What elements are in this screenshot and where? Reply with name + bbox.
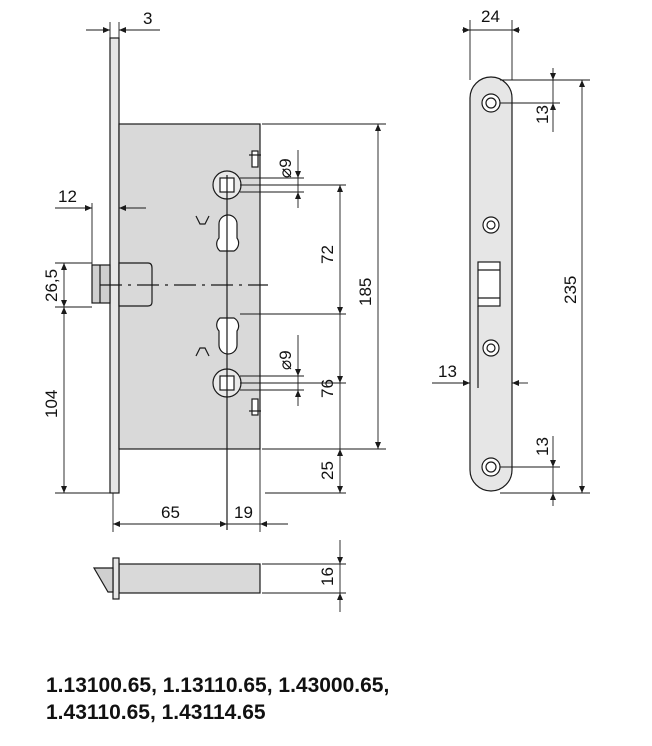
bottom-latch-profile — [92, 567, 114, 593]
dim-diameter-9-upper: ⌀9 — [276, 158, 295, 178]
model-numbers-line-2: 1.43110.65, 1.43114.65 — [46, 701, 266, 724]
dim-65: 65 — [161, 503, 180, 522]
dim-19: 19 — [234, 503, 253, 522]
model-numbers-line-1: 1.13100.65, 1.13110.65, 1.43000.65, — [46, 674, 390, 697]
upper-cylinder-hole — [216, 214, 240, 252]
forend-plate — [109, 37, 120, 494]
dim-185: 185 — [356, 278, 375, 306]
dim-13-top: 13 — [533, 105, 552, 124]
lower-middle-screw — [482, 339, 500, 357]
lock-bottom-view — [92, 557, 261, 600]
dim-13-side: 13 — [438, 362, 457, 381]
dim-16: 16 — [318, 567, 337, 586]
dimension-lines-front — [55, 22, 386, 532]
dim-104: 104 — [42, 390, 61, 418]
dimension-arrows-front — [61, 27, 381, 527]
dim-diameter-9-lower: ⌀9 — [276, 350, 295, 370]
latch-bolt — [91, 264, 111, 304]
dim-235: 235 — [561, 276, 580, 304]
latch-opening — [477, 261, 501, 307]
technical-drawing: 3 12 26,5 104 65 19 72 185 76 25 ⌀9 ⌀9 — [42, 7, 590, 612]
bottom-case-profile — [118, 563, 261, 594]
top-screw-hole — [481, 93, 501, 113]
dim-24: 24 — [481, 7, 500, 26]
dim-3: 3 — [143, 9, 152, 28]
bottom-forend-profile — [112, 557, 120, 600]
dim-12: 12 — [58, 187, 77, 206]
lower-cylinder-hole — [216, 317, 240, 355]
model-numbers-caption: 1.13100.65, 1.13110.65, 1.43000.65, 1.43… — [46, 672, 646, 726]
dim-76: 76 — [318, 379, 337, 398]
upper-middle-screw — [482, 216, 500, 234]
dimension-lines-side — [432, 20, 590, 506]
faceplate-side-view — [469, 76, 513, 492]
dimension-arrows-bottom — [337, 557, 343, 600]
latch-tongue — [118, 262, 153, 307]
dim-72: 72 — [318, 245, 337, 264]
bottom-screw-hole — [481, 457, 501, 477]
dim-25: 25 — [318, 461, 337, 480]
lock-case-front-view — [91, 37, 268, 530]
dim-26-5: 26,5 — [42, 269, 61, 302]
dim-13-bottom: 13 — [533, 437, 552, 456]
dimension-arrows-side — [463, 27, 585, 500]
